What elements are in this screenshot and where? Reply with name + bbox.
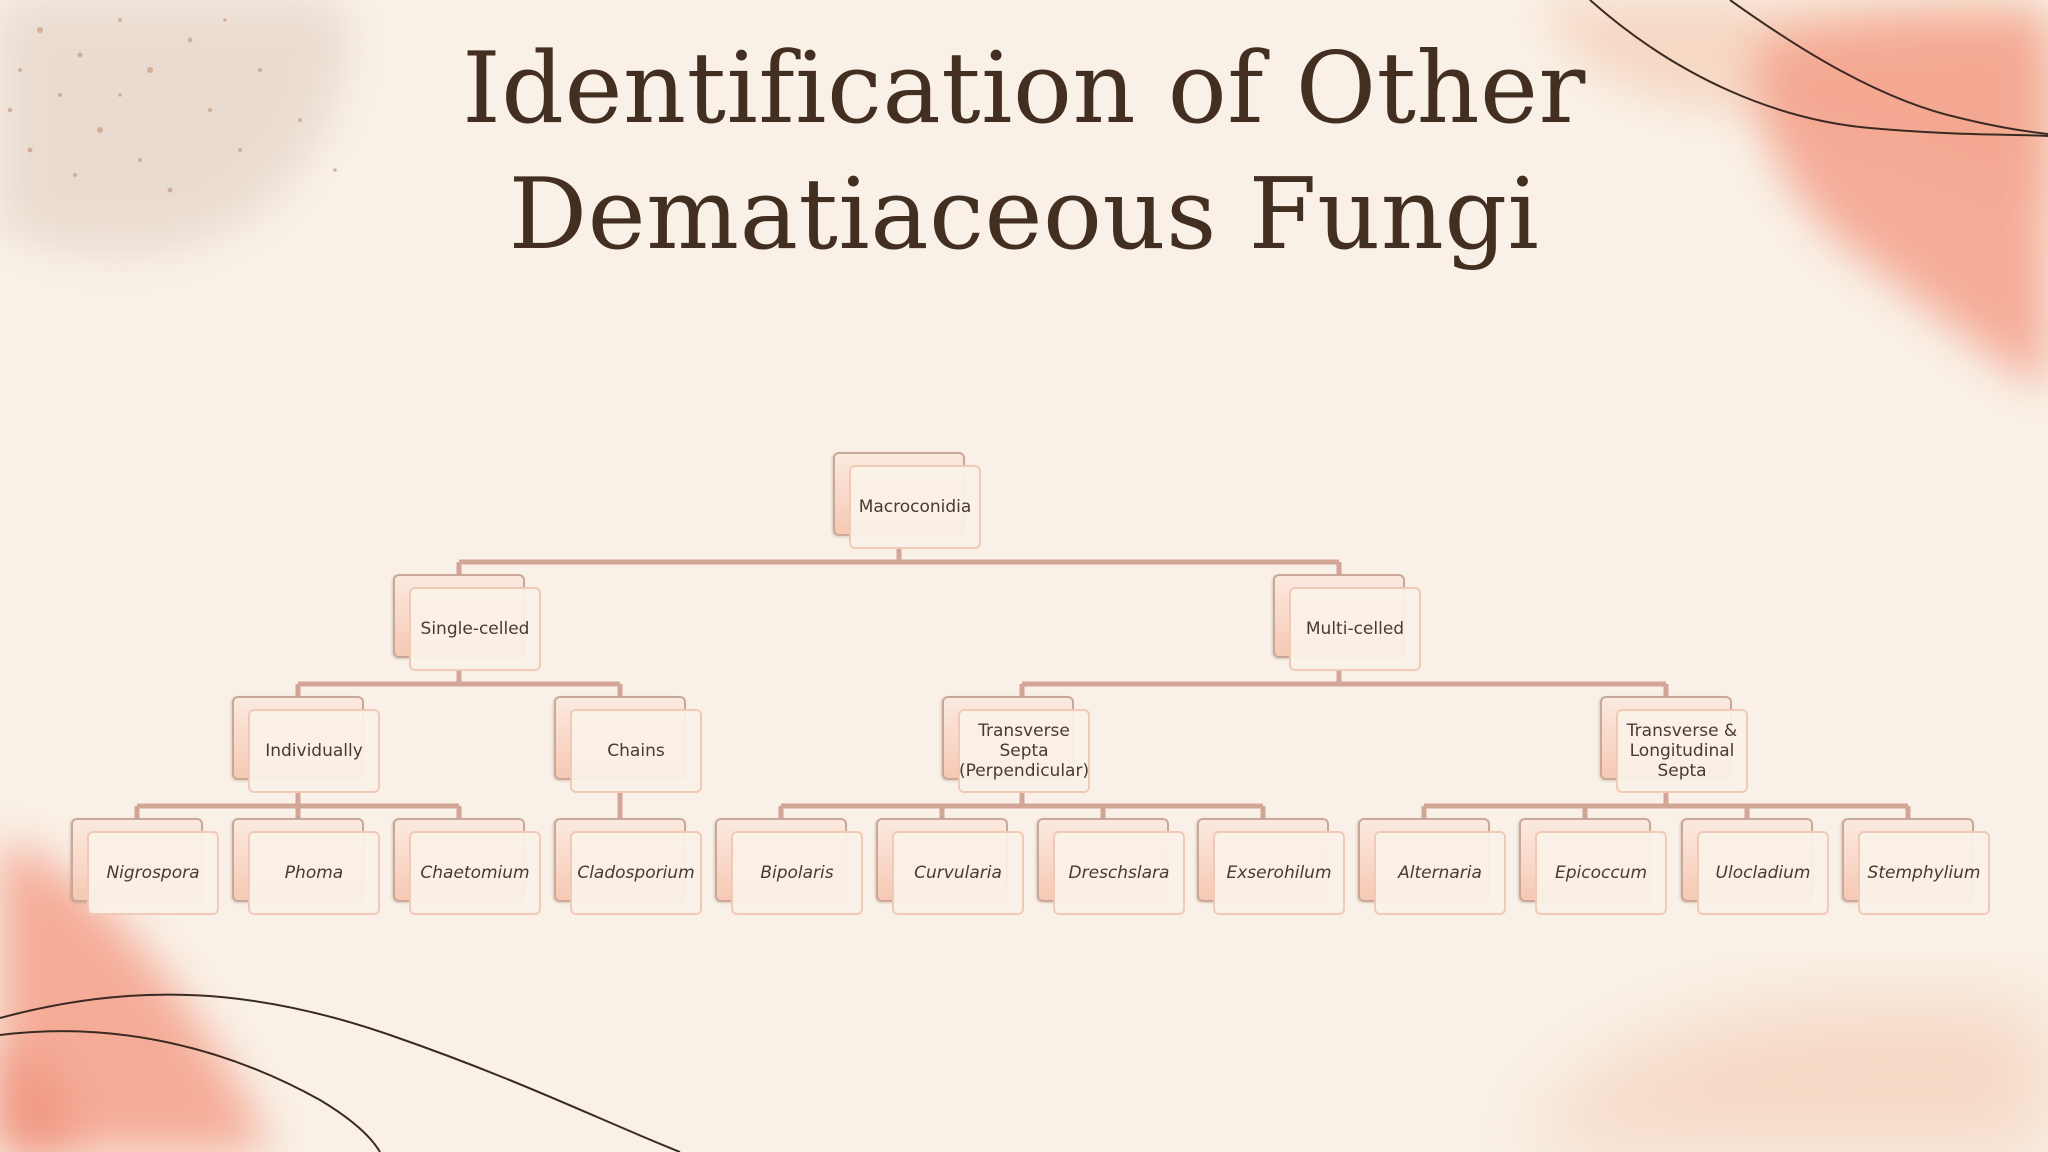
node-label: Individually (248, 709, 380, 793)
node-ulocladium[interactable]: Ulocladium (1681, 818, 1829, 915)
page-title: Identification of Other Dematiaceous Fun… (462, 32, 1586, 272)
node-label: Transverse Septa (Perpendicular) (958, 709, 1090, 793)
node-cladosporium[interactable]: Cladosporium (554, 818, 702, 915)
node-transverse-septa[interactable]: Transverse Septa (Perpendicular) (942, 696, 1090, 793)
node-single-celled[interactable]: Single-celled (393, 574, 541, 671)
node-label: Phoma (248, 831, 380, 915)
node-label: Transverse & Longitudinal Septa (1616, 709, 1748, 793)
node-label: Single-celled (409, 587, 541, 671)
node-bipolaris[interactable]: Bipolaris (715, 818, 863, 915)
node-curvularia[interactable]: Curvularia (876, 818, 1024, 915)
node-label: Bipolaris (731, 831, 863, 915)
node-phoma[interactable]: Phoma (232, 818, 380, 915)
node-label: Stemphylium (1858, 831, 1990, 915)
node-label: Multi-celled (1289, 587, 1421, 671)
node-label: Chains (570, 709, 702, 793)
node-alternaria[interactable]: Alternaria (1358, 818, 1506, 915)
top-right-blob (1540, 0, 2048, 390)
top-left-blob (0, 0, 347, 255)
node-nigrospora[interactable]: Nigrospora (71, 818, 219, 915)
node-label: Curvularia (892, 831, 1024, 915)
node-epicoccum[interactable]: Epicoccum (1519, 818, 1667, 915)
node-label: Chaetomium (409, 831, 541, 915)
node-label: Epicoccum (1535, 831, 1667, 915)
node-chains[interactable]: Chains (554, 696, 702, 793)
node-dreschslara[interactable]: Dreschslara (1037, 818, 1185, 915)
node-label: Cladosporium (570, 831, 702, 915)
node-chaetomium[interactable]: Chaetomium (393, 818, 541, 915)
node-label: Dreschslara (1053, 831, 1185, 915)
node-label: Nigrospora (87, 831, 219, 915)
node-label: Alternaria (1374, 831, 1506, 915)
node-multi-celled[interactable]: Multi-celled (1273, 574, 1421, 671)
node-label: Macroconidia (849, 465, 981, 549)
node-label: Ulocladium (1697, 831, 1829, 915)
bottom-right-blob (1520, 999, 2048, 1152)
node-transverse-longitudinal-septa[interactable]: Transverse & Longitudinal Septa (1600, 696, 1748, 793)
node-macroconidia[interactable]: Macroconidia (833, 452, 981, 549)
node-stemphylium[interactable]: Stemphylium (1842, 818, 1990, 915)
node-label: Exserohilum (1213, 831, 1345, 915)
node-individually[interactable]: Individually (232, 696, 380, 793)
node-exserohilum[interactable]: Exserohilum (1197, 818, 1345, 915)
